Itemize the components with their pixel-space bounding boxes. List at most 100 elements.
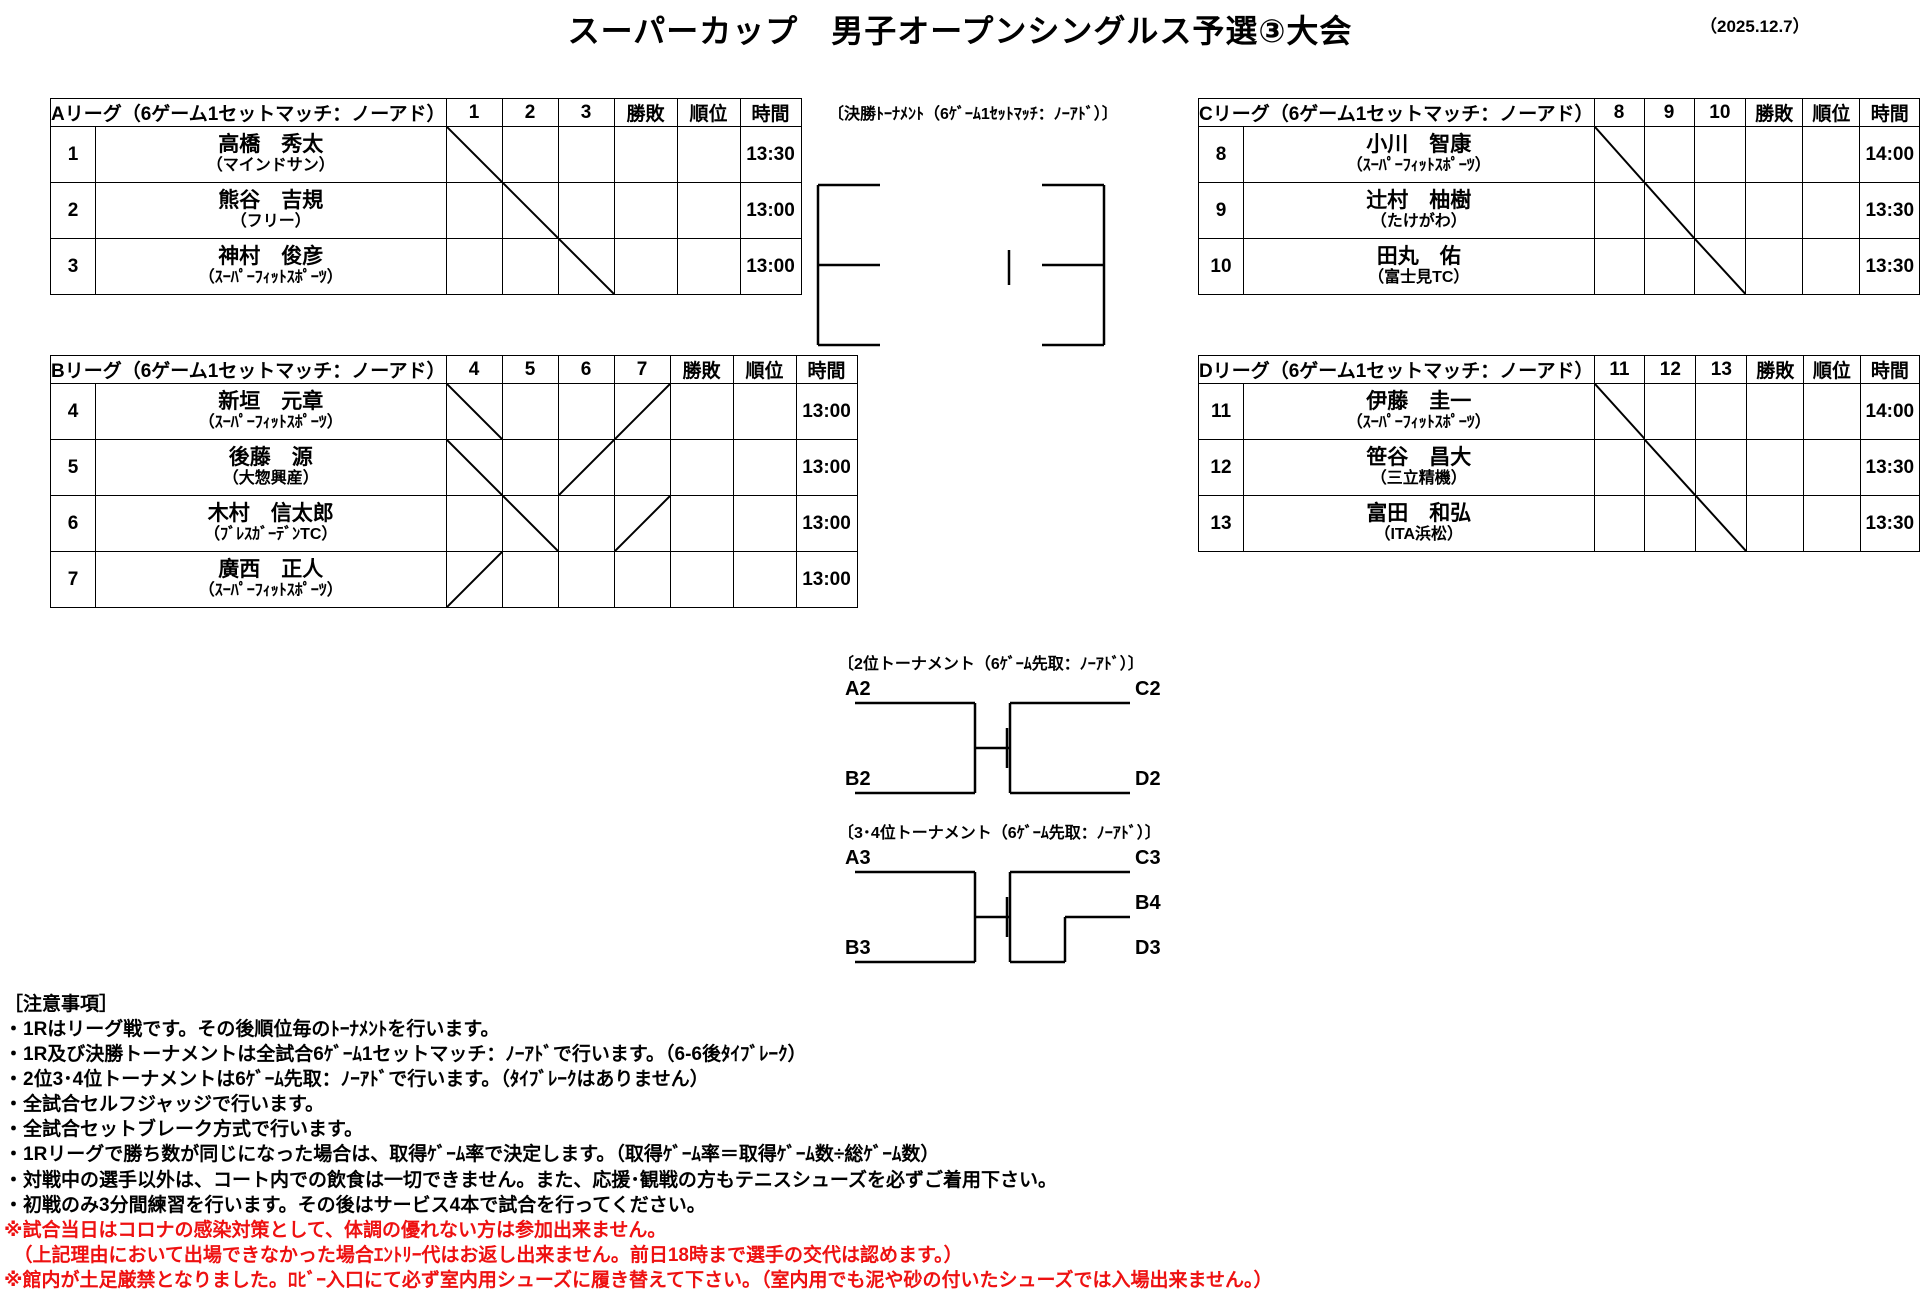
- rank-cell[interactable]: [1803, 495, 1861, 552]
- winloss-cell[interactable]: [1745, 238, 1804, 295]
- rank-cell[interactable]: [732, 551, 797, 608]
- winloss-cell[interactable]: [1745, 182, 1804, 239]
- result-cell-self[interactable]: [1695, 495, 1748, 552]
- result-cell-self[interactable]: [1693, 238, 1747, 295]
- match-time: 13:30: [1859, 439, 1920, 496]
- table-row: 4 新垣 元章 （ｽｰﾊﾟｰﾌｨｯﾄｽﾎﾟｰﾂ） 13:00: [50, 383, 858, 440]
- result-cell-self[interactable]: [1644, 439, 1697, 496]
- result-cell-self[interactable]: [1593, 383, 1646, 440]
- player-club: （ｽｰﾊﾟｰﾌｨｯﾄｽﾎﾟｰﾂ）: [198, 269, 343, 287]
- second-place-tournament-label: 〔2位トーナメント（6ｹﾞｰﾑ先取：ﾉｰｱﾄﾞ）〕: [838, 656, 1144, 673]
- league-A-header-row: Aリーグ（6ゲーム1セットマッチ：ノーアド） 1 2 3 勝敗 順位 時間: [50, 98, 802, 127]
- page-title: スーパーカップ 男子オープンシングルス予選③大会: [567, 13, 1353, 49]
- league-B-col-time: 時間: [795, 355, 858, 384]
- result-cell[interactable]: [1693, 182, 1747, 239]
- result-cell-self[interactable]: [613, 551, 671, 608]
- result-cell[interactable]: [557, 383, 615, 440]
- result-cell[interactable]: [1644, 383, 1697, 440]
- result-cell-self[interactable]: [1593, 126, 1645, 183]
- table-row: 11 伊藤 圭一 （ｽｰﾊﾟｰﾌｨｯﾄｽﾎﾟｰﾂ） 14:00: [1198, 383, 1920, 440]
- result-cell[interactable]: [1695, 383, 1748, 440]
- table-row: 5 後藤 源 （大惣興産） 13:00: [50, 439, 858, 496]
- player-cell: 廣西 正人 （ｽｰﾊﾟｰﾌｨｯﾄｽﾎﾟｰﾂ）: [95, 551, 447, 608]
- result-cell[interactable]: [557, 126, 615, 183]
- notes-section: ［注意事項］ ・1Rはリーグ戦です。その後順位毎のﾄｰﾅﾒﾝﾄを行います。 ・1…: [4, 992, 1273, 1293]
- league-C-header-row: Cリーグ（6ゲーム1セットマッチ：ノーアド） 8 9 10 勝敗 順位 時間: [1198, 98, 1920, 127]
- result-cell-self[interactable]: [445, 126, 503, 183]
- winloss-cell[interactable]: [1746, 439, 1805, 496]
- rank-cell[interactable]: [732, 383, 797, 440]
- winloss-cell[interactable]: [1745, 126, 1804, 183]
- result-cell[interactable]: [1643, 126, 1695, 183]
- result-cell[interactable]: [501, 126, 559, 183]
- result-cell-self[interactable]: [445, 383, 503, 440]
- result-cell-self[interactable]: [557, 238, 615, 295]
- table-row: 2 熊谷 吉規 （フリー） 13:00: [50, 182, 802, 239]
- result-cell[interactable]: [1644, 495, 1697, 552]
- player-no: 11: [1198, 383, 1244, 440]
- result-cell[interactable]: [501, 383, 559, 440]
- winloss-cell[interactable]: [669, 551, 734, 608]
- third-fourth-tournament-label: 〔3･4位トーナメント（6ｹﾞｰﾑ先取：ﾉｰｱﾄﾞ）〕: [838, 825, 1161, 842]
- result-cell[interactable]: [1693, 126, 1747, 183]
- result-cell[interactable]: [1593, 182, 1645, 239]
- result-cell[interactable]: [445, 439, 503, 496]
- result-cell[interactable]: [1643, 238, 1695, 295]
- result-cell[interactable]: [445, 182, 503, 239]
- rank-cell[interactable]: [1802, 182, 1861, 239]
- match-time: 13:30: [1859, 495, 1920, 552]
- result-cell-self[interactable]: [1643, 182, 1695, 239]
- winloss-cell[interactable]: [613, 182, 678, 239]
- result-cell[interactable]: [1593, 439, 1646, 496]
- note-warning: （上記理由において出場できなかった場合ｴﾝﾄﾘｰ代はお返し出来ません。前日18時…: [4, 1244, 963, 1266]
- result-cell[interactable]: [501, 551, 559, 608]
- result-cell[interactable]: [557, 551, 615, 608]
- result-cell[interactable]: [445, 238, 503, 295]
- player-club: （たけがわ）: [1370, 213, 1467, 231]
- rank-cell[interactable]: [676, 182, 741, 239]
- rank-cell[interactable]: [1802, 238, 1861, 295]
- note-item: ・1R及び決勝トーナメントは全試合6ｹﾞｰﾑ1セットマッチ：ﾉｰｱﾄﾞで行います…: [4, 1044, 807, 1066]
- league-table-B: Bリーグ（6ゲーム1セットマッチ：ノーアド） 4 5 6 7 勝敗 順位 時間 …: [50, 355, 858, 608]
- rank-cell[interactable]: [676, 238, 741, 295]
- result-cell-self[interactable]: [501, 439, 559, 496]
- winloss-cell[interactable]: [613, 126, 678, 183]
- match-time: 14:00: [1859, 126, 1920, 183]
- player-club: （ｽｰﾊﾟｰﾌｨｯﾄｽﾎﾟｰﾂ）: [198, 414, 343, 432]
- player-club: （マインドサン）: [206, 157, 335, 175]
- table-row: 12 笹谷 昌大 （三立精機） 13:30: [1198, 439, 1920, 496]
- result-cell[interactable]: [1593, 495, 1646, 552]
- result-cell[interactable]: [613, 439, 671, 496]
- result-cell[interactable]: [613, 383, 671, 440]
- note-item: ・初戦のみ3分間練習を行います。その後はサービス4本で試合を行ってください。: [4, 1194, 706, 1216]
- league-A-col-time: 時間: [739, 98, 802, 127]
- result-cell[interactable]: [1593, 238, 1645, 295]
- rank-cell[interactable]: [676, 126, 741, 183]
- player-cell: 後藤 源 （大惣興産）: [95, 439, 447, 496]
- league-D-col-winloss: 勝敗: [1746, 355, 1805, 384]
- result-cell[interactable]: [501, 495, 559, 552]
- result-cell-self[interactable]: [557, 495, 615, 552]
- result-cell[interactable]: [445, 495, 503, 552]
- winloss-cell[interactable]: [669, 439, 734, 496]
- result-cell[interactable]: [557, 439, 615, 496]
- result-cell[interactable]: [445, 551, 503, 608]
- rank-cell[interactable]: [732, 495, 797, 552]
- result-cell[interactable]: [1695, 439, 1748, 496]
- winloss-cell[interactable]: [669, 495, 734, 552]
- winloss-cell[interactable]: [1746, 383, 1805, 440]
- result-cell[interactable]: [613, 495, 671, 552]
- winloss-cell[interactable]: [613, 238, 678, 295]
- rank-cell[interactable]: [1803, 439, 1861, 496]
- rank-cell[interactable]: [732, 439, 797, 496]
- result-cell[interactable]: [557, 182, 615, 239]
- winloss-cell[interactable]: [669, 383, 734, 440]
- result-cell[interactable]: [501, 238, 559, 295]
- winloss-cell[interactable]: [1746, 495, 1805, 552]
- league-C-col-10: 10: [1693, 98, 1747, 127]
- result-cell-self[interactable]: [501, 182, 559, 239]
- note-item: ・対戦中の選手以外は、コート内での飲食は一切できません。また、応援･観戦の方もテ…: [4, 1169, 1057, 1191]
- rank-cell[interactable]: [1802, 126, 1861, 183]
- player-no: 6: [50, 495, 96, 552]
- rank-cell[interactable]: [1803, 383, 1861, 440]
